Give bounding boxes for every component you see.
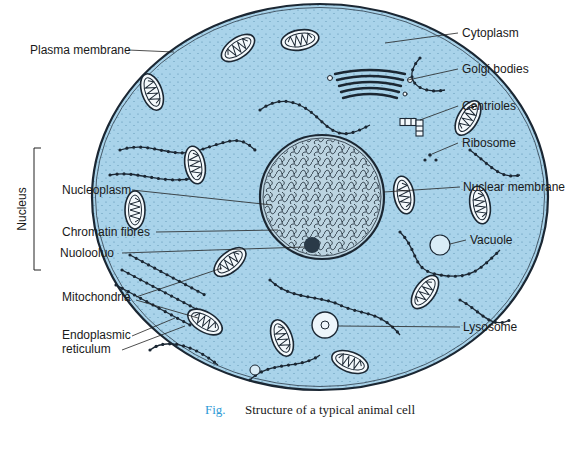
nucleus-bracket xyxy=(34,148,41,270)
leader-lines xyxy=(122,33,466,350)
part-label: Vacuole xyxy=(470,233,512,247)
mitochondria xyxy=(125,27,493,378)
part-label: Endoplasmic reticulum xyxy=(62,328,136,356)
part-label: Nucleus xyxy=(15,187,29,230)
figure-number: Fig. xyxy=(205,402,226,417)
cell-body xyxy=(92,4,548,390)
part-label: Golgi bodies xyxy=(462,62,529,76)
part-label: Centrioles xyxy=(462,99,516,113)
part-label: Plasma membrane xyxy=(30,43,131,57)
part-label: Cytoplasm xyxy=(462,26,519,40)
figure-caption: Structure of a typical animal cell xyxy=(245,402,415,417)
lysosome xyxy=(312,312,338,338)
golgi-bodies xyxy=(328,70,413,98)
part-label: Mitochondria xyxy=(62,290,131,304)
ribosomes xyxy=(423,153,437,161)
endoplasmic-reticulum xyxy=(110,58,520,380)
part-label: Nuolooluo xyxy=(60,246,114,260)
vacuole xyxy=(250,235,450,375)
part-label: Nucleoplasm xyxy=(62,183,131,197)
part-label: Chromatin fibres xyxy=(62,225,150,239)
nucleus xyxy=(260,135,384,259)
part-label: Ribosome xyxy=(462,136,516,150)
part-label: Lysosome xyxy=(463,320,517,334)
part-label: Nuclear membrane xyxy=(463,180,565,194)
centrioles xyxy=(400,119,423,137)
